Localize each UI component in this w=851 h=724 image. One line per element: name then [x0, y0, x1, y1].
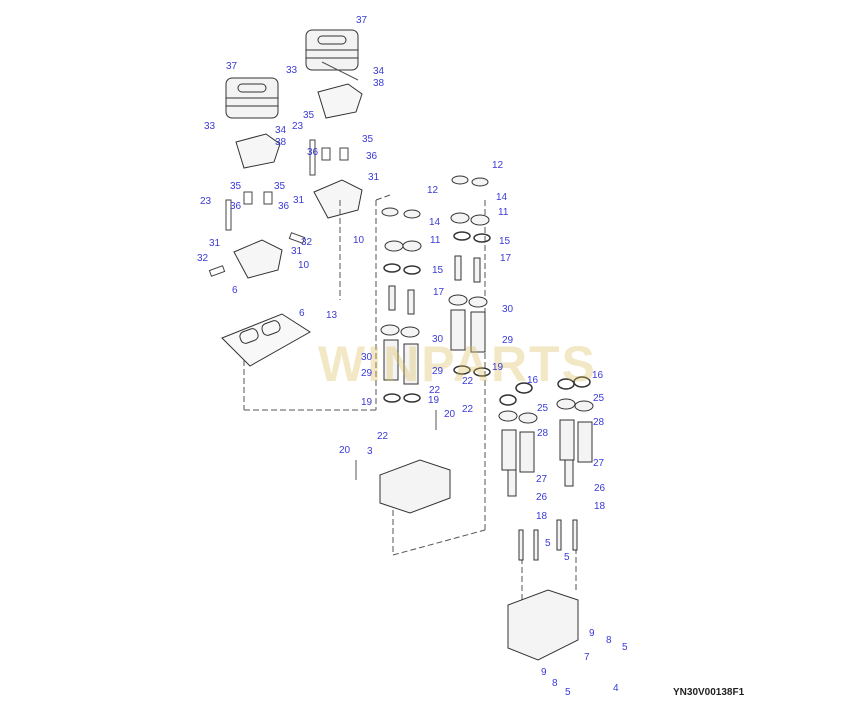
callout-number: 12 — [492, 160, 504, 171]
callout-number: 30 — [432, 334, 444, 345]
callout-number: 19 — [361, 397, 373, 408]
callout-number: 23 — [200, 196, 212, 207]
callout-number: 16 — [527, 375, 539, 386]
callout-number: 31 — [293, 195, 305, 206]
callout-number: 16 — [592, 370, 604, 381]
callout-number: 35 — [230, 181, 242, 192]
figure-code: YN30V00138F1 — [673, 687, 745, 698]
callout-number: 33 — [286, 65, 298, 76]
bracket-33a — [317, 83, 363, 119]
callout-number: 29 — [432, 366, 444, 377]
callout-number: 13 — [326, 310, 338, 321]
callout-number: 36 — [366, 151, 378, 162]
callout-number: 34 — [275, 125, 287, 136]
callout-number: 8 — [552, 678, 558, 689]
callout-number: 37 — [226, 61, 238, 72]
callout-number: 22 — [462, 376, 474, 387]
callout-number: 38 — [275, 137, 287, 148]
callout-number: 31 — [291, 246, 303, 257]
bracket-33b — [235, 133, 281, 169]
callout-number: 20 — [339, 445, 351, 456]
callout-number: 17 — [433, 287, 445, 298]
callout-number: 26 — [536, 492, 548, 503]
callout-number: 9 — [541, 667, 547, 678]
callout-number: 23 — [292, 121, 304, 132]
callout-number: 28 — [537, 428, 549, 439]
callout-number: 32 — [301, 237, 313, 248]
callout-number: 31 — [368, 172, 380, 183]
callout-number: 10 — [298, 260, 310, 271]
watermark: WINPARTS — [318, 336, 597, 392]
callout-number: 30 — [361, 352, 373, 363]
callout-number: 12 — [427, 185, 439, 196]
callout-number: 18 — [594, 501, 606, 512]
callout-number: 22 — [429, 385, 441, 396]
callout-number: 29 — [361, 368, 373, 379]
cover-upper-left — [225, 77, 279, 119]
callout-number: 5 — [545, 538, 551, 549]
body-10a — [313, 179, 363, 219]
callout-number: 6 — [299, 308, 305, 319]
callout-number: 38 — [373, 78, 385, 89]
callout-number: 17 — [500, 253, 512, 264]
callout-number: 5 — [622, 642, 628, 653]
callout-number: 31 — [209, 238, 221, 249]
callout-number: 27 — [536, 474, 548, 485]
callout-number: 19 — [428, 395, 440, 406]
callout-number: 18 — [536, 511, 548, 522]
callout-number: 36 — [230, 201, 242, 212]
cover-upper-right — [305, 29, 359, 71]
callout-number: 15 — [499, 236, 511, 247]
callout-number: 10 — [353, 235, 365, 246]
callout-number: 35 — [303, 110, 315, 121]
callout-number: 36 — [307, 147, 319, 158]
callout-number: 37 — [356, 15, 368, 26]
callout-number: 4 — [613, 683, 619, 694]
callout-number: 22 — [377, 431, 389, 442]
gasket-13 — [221, 313, 311, 367]
callout-number: 3 — [367, 446, 373, 457]
body-10b — [233, 239, 283, 279]
callout-number: 14 — [429, 217, 441, 228]
callout-number: 35 — [362, 134, 374, 145]
callout-number: 11 — [430, 235, 441, 246]
callout-number: 7 — [584, 652, 590, 663]
callout-number: 28 — [593, 417, 605, 428]
callout-number: 27 — [593, 458, 605, 469]
callout-number: 15 — [432, 265, 444, 276]
callout-number: 19 — [492, 362, 504, 373]
callout-number: 20 — [444, 409, 456, 420]
callout-number: 35 — [274, 181, 286, 192]
callout-number: 25 — [593, 393, 605, 404]
callout-number: 36 — [278, 201, 290, 212]
callout-number: 8 — [606, 635, 612, 646]
callout-number: 33 — [204, 121, 216, 132]
callout-number: 26 — [594, 483, 606, 494]
callout-number: 32 — [197, 253, 209, 264]
callout-number: 11 — [498, 207, 509, 218]
callout-number: 25 — [537, 403, 549, 414]
callout-number: 34 — [373, 66, 385, 77]
callout-number: 5 — [565, 687, 571, 698]
callout-number: 14 — [496, 192, 508, 203]
callout-number: 5 — [564, 552, 570, 563]
callout-number: 9 — [589, 628, 595, 639]
callout-number: 29 — [502, 335, 514, 346]
callout-number: 22 — [462, 404, 474, 415]
callout-number: 6 — [232, 285, 238, 296]
callout-number: 30 — [502, 304, 514, 315]
